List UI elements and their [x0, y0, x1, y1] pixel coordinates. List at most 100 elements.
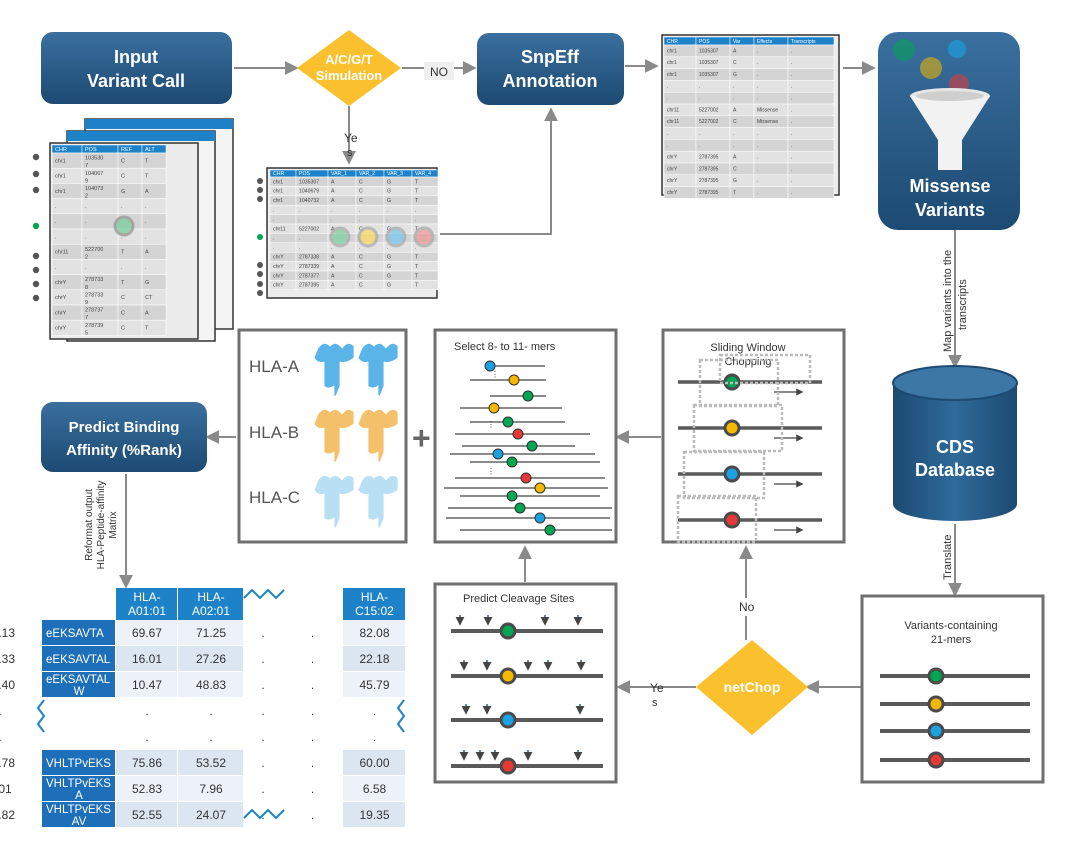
sim-table-header-text: VAR_3	[387, 171, 403, 177]
matrix-value-cell	[116, 750, 177, 775]
snpeff-table-cell-text: A	[733, 107, 737, 113]
input-table-cell	[81, 198, 119, 215]
input-table-cell-text: 2	[85, 194, 88, 200]
snpeff-table-cell	[663, 80, 697, 93]
snpeff-table-cell	[787, 44, 835, 58]
kmer-dot	[534, 512, 546, 524]
sim-table-cell-text: C	[359, 273, 363, 279]
sim-table-cell-text: C	[359, 189, 363, 195]
matrix-value-text: 48.83	[196, 678, 226, 692]
input-table-cell-text: T	[121, 280, 125, 286]
sim-table-cell-text: 5227002	[299, 226, 319, 232]
sim-table-cell	[295, 233, 329, 244]
sliding-title-2: Chopping	[724, 356, 771, 368]
snpeff-table-cell	[753, 68, 789, 81]
sim-table-cell-text: T	[415, 179, 419, 185]
matrix-value-text: .	[0, 730, 2, 744]
snpeff-table-cell-text: 2787395	[699, 190, 719, 196]
input-table-cell-text: chr11	[55, 250, 68, 256]
hla-molecule-icon	[357, 475, 399, 529]
snpeff-table-cell-text: .	[791, 107, 792, 113]
input-table-cell-text: T	[145, 326, 149, 332]
sliding-window-box	[692, 403, 784, 453]
snpeff-table-cell-text: chrY	[667, 166, 678, 172]
row-bullet	[257, 281, 263, 287]
snpeff-table-cell-text: .	[757, 143, 758, 149]
sim-table-cell-text: chrY	[273, 255, 284, 261]
input-table-cell-text: 2	[85, 254, 88, 260]
matrix-value-cell	[116, 776, 177, 801]
sim-table-cell-text: C	[359, 198, 363, 204]
sim-table-cell-text: 1040732	[299, 198, 319, 204]
input-table-cell-text: C	[121, 310, 125, 316]
sim-table-header-text: POS	[299, 171, 310, 177]
snpeff-table-cell	[787, 186, 835, 199]
variants-21mers-panel: Variants-containing 21-mers	[860, 594, 1045, 784]
sim-table-cell-text: chr11	[273, 226, 286, 232]
sim-table-cell-text: A	[331, 283, 335, 289]
input-table-cell-text: G	[145, 280, 149, 286]
input-table-cell-text: chrY	[55, 295, 67, 301]
snpeff-table-header-text: Transcripts	[791, 39, 816, 45]
sim-table-cell-text: chrY	[273, 273, 284, 279]
input-table-cell-text: .	[121, 234, 123, 240]
snpeff-table-cell	[753, 162, 789, 176]
matrix-header-text: HLA-	[133, 590, 160, 604]
matrix-value-text: 71.25	[196, 626, 226, 640]
matrix-peptide-cell	[42, 776, 115, 801]
matrix-value-text: 50.40	[0, 678, 15, 692]
variants21-title-2: 21-mers	[931, 634, 972, 646]
sim-table-cell-text: .	[331, 208, 332, 214]
snpeff-table-cell	[787, 174, 835, 187]
sim-table-cell	[295, 214, 329, 225]
matrix-peptide-cell	[42, 646, 115, 671]
matrix-header-cell	[116, 588, 177, 620]
snpeff-table-cell	[695, 80, 731, 93]
row-bullet	[32, 222, 40, 230]
input-table-cell-text: 8	[85, 285, 88, 291]
kmer-dot	[506, 456, 518, 468]
input-table-cell-text: 5	[85, 330, 88, 336]
input-table-cell-text: C	[121, 326, 125, 332]
sim-table-cell-text: 2787395	[299, 283, 319, 289]
snpeff-table-cell-text: G	[733, 72, 737, 78]
input-table-cell	[81, 228, 119, 245]
cleavage-dot	[499, 667, 517, 685]
snpeff-table-cell	[787, 150, 835, 164]
snpeff-table-cell	[787, 127, 835, 140]
matrix-value-text: .	[311, 756, 314, 770]
snpeff-table-cell	[753, 56, 789, 69]
matrix-header-text: HLA-	[197, 590, 224, 604]
input-table-cell-text: G	[121, 189, 125, 195]
input-table-cell-text: 278733	[85, 292, 103, 298]
matrix-header-cell	[343, 588, 405, 620]
kmer-dot	[522, 390, 534, 402]
matrix-value-text: .	[311, 678, 314, 692]
snpeff-table-cell	[787, 115, 835, 128]
sim-table-cell-text: .	[415, 245, 416, 251]
input-table-cell-text: 7	[85, 163, 88, 169]
missense-dot-green	[893, 39, 915, 61]
sim-table-cell-text: G	[387, 189, 391, 195]
sim-table-cell-text: .	[273, 236, 274, 242]
matrix-peptide-cell	[42, 672, 115, 697]
row-bullet	[257, 178, 263, 184]
snpeff-table-cell-text: chr1	[667, 48, 677, 54]
matrix-value-text: .	[261, 808, 264, 822]
kmer-ellipsis: ⋮	[491, 370, 499, 379]
sim-table-cell-text: .	[331, 245, 332, 251]
snpeff-table-cell-text: 1035307	[699, 60, 719, 66]
input-highlight-circle	[113, 215, 135, 237]
snpeff-table-cell-text: .	[757, 84, 758, 90]
matrix-peptide-text: W	[74, 686, 85, 698]
snpeff-table-header-text: POS	[699, 39, 710, 45]
snpeff-table-cell	[663, 139, 697, 152]
input-table-cell-text: .	[55, 219, 57, 225]
sim-table-cell-text: A	[331, 255, 335, 261]
snpeff-table-cell-text: C	[733, 166, 737, 172]
snpeff-table-cell-text: chr11	[667, 107, 679, 113]
snpeff-table-cell-text: .	[733, 131, 734, 137]
row-bullet	[32, 280, 40, 288]
sim-table-cell-text: .	[359, 208, 360, 214]
kmer-dot	[544, 524, 556, 536]
